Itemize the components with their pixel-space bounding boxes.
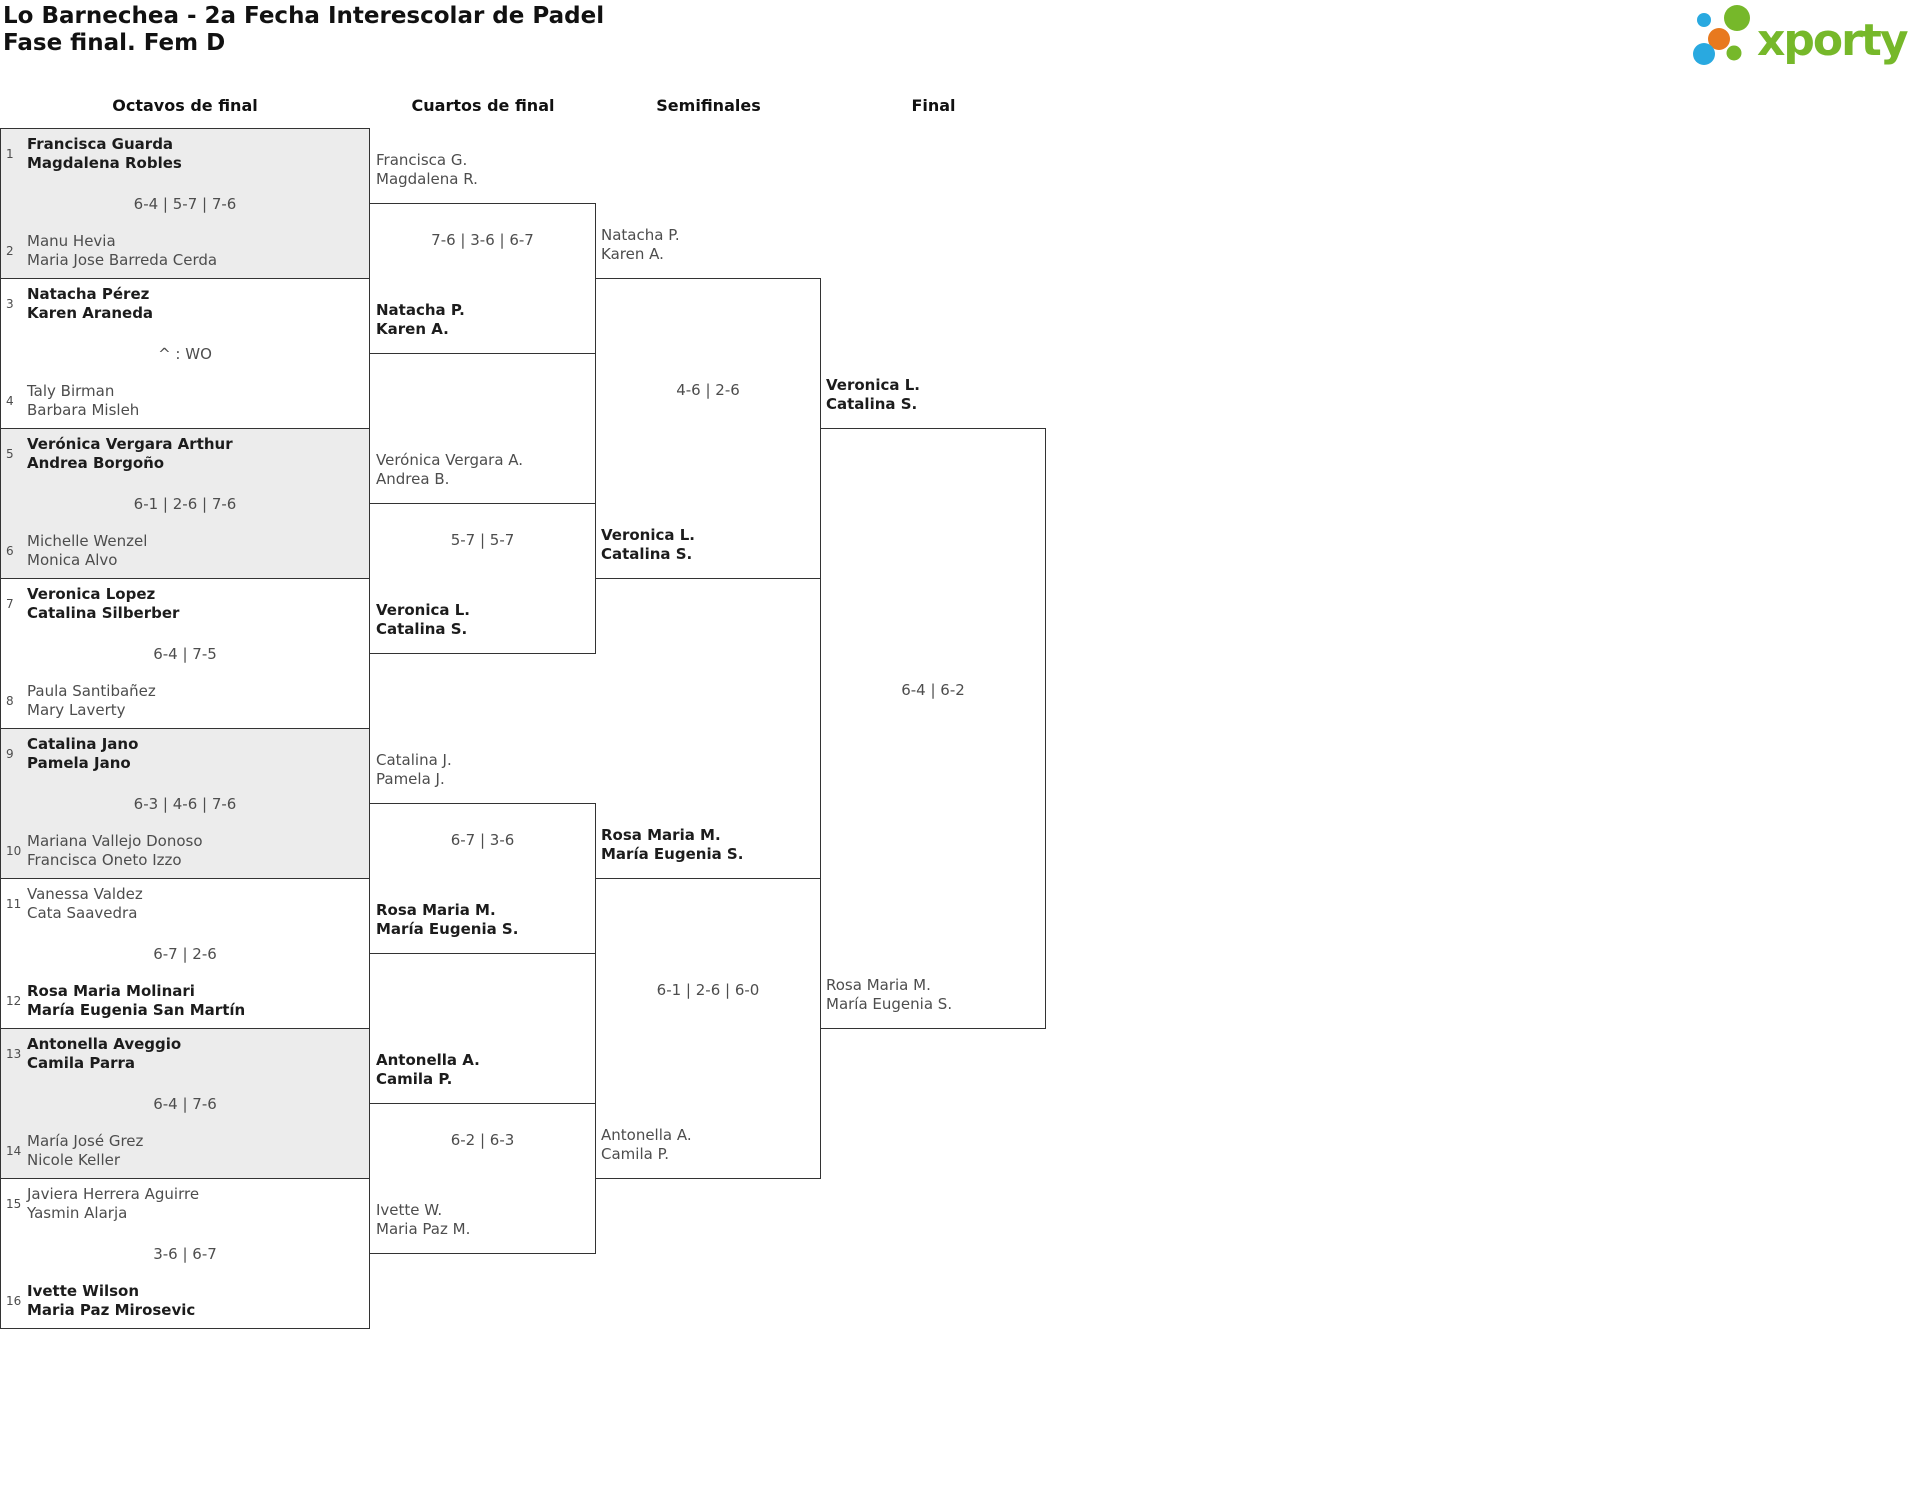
final-top-team: Veronica L.Catalina S.	[826, 376, 920, 413]
match-score: 3-6 | 6-7	[153, 1244, 217, 1263]
semi2-top-team: Rosa Maria M.María Eugenia S.	[601, 826, 744, 863]
round-header-octavos: Octavos de final	[112, 96, 258, 115]
seed-number: 1	[6, 147, 14, 161]
seed-number: 8	[6, 694, 14, 708]
seed-number: 4	[6, 394, 14, 408]
semi1-top-team: Natacha P.Karen A.	[601, 226, 680, 263]
seed-number: 16	[6, 1294, 22, 1308]
match-score: 6-1 | 2-6 | 7-6	[133, 494, 237, 513]
xporty-logo[interactable]: xporty	[1687, 5, 1919, 71]
seed-number: 7	[6, 597, 14, 611]
phase-name: Fase final. Fem D	[3, 30, 226, 56]
final-bottom-team: Rosa Maria M.María Eugenia S.	[826, 976, 953, 1013]
round-header-semifinales: Semifinales	[656, 96, 761, 115]
qf2-score: 5-7 | 5-7	[450, 531, 515, 549]
semi2-score: 6-1 | 2-6 | 6-0	[656, 981, 760, 999]
xporty-logo-text: xporty	[1757, 15, 1909, 66]
seed-number: 2	[6, 244, 14, 258]
match-score: 6-3 | 4-6 | 7-6	[133, 794, 237, 813]
final-match-box	[820, 428, 1046, 1029]
seed-number: 5	[6, 447, 14, 461]
semi1-bottom-team: Veronica L.Catalina S.	[601, 526, 695, 563]
qf4-top-team: Antonella A.Camila P.	[376, 1051, 480, 1088]
tournament-name: Lo Barnechea - 2a Fecha Interescolar de …	[3, 3, 605, 29]
seed-number: 13	[6, 1047, 22, 1061]
seed-number: 10	[6, 844, 22, 858]
qf1-score: 7-6 | 3-6 | 6-7	[431, 231, 534, 249]
page-title: Lo Barnechea - 2a Fecha Interescolar de …	[3, 3, 604, 57]
match-score: 6-4 | 7-6	[153, 1094, 217, 1113]
qf2-bottom-team: Veronica L.Catalina S.	[376, 601, 470, 638]
qf2-top-team: Verónica Vergara A.Andrea B.	[376, 451, 524, 488]
qf3-top-team: Catalina J.Pamela J.	[376, 751, 452, 788]
round-header-final: Final	[911, 96, 956, 115]
seed-number: 12	[6, 994, 22, 1008]
seed-number: 6	[6, 544, 14, 558]
semi1-score: 4-6 | 2-6	[676, 381, 740, 399]
seed-number: 14	[6, 1144, 22, 1158]
qf3-bottom-team: Rosa Maria M.María Eugenia S.	[376, 901, 519, 938]
final-score: 6-4 | 6-2	[901, 681, 965, 699]
seed-number: 9	[6, 747, 14, 761]
qf4-bottom-team: Ivette W.Maria Paz M.	[376, 1201, 471, 1238]
qf1-top-team: Francisca G.Magdalena R.	[376, 151, 478, 188]
semi2-bottom-team: Antonella A.Camila P.	[601, 1126, 692, 1163]
match-score: ^ : WO	[158, 344, 212, 363]
round-header-cuartos: Cuartos de final	[411, 96, 555, 115]
qf1-bottom-team: Natacha P.Karen A.	[376, 301, 465, 338]
qf3-score: 6-7 | 3-6	[450, 831, 515, 849]
seed-number: 3	[6, 297, 14, 311]
match-score: 6-4 | 7-5	[153, 644, 217, 663]
seed-number: 15	[6, 1197, 22, 1211]
match-score: 6-7 | 2-6	[153, 944, 217, 963]
match-score: 6-4 | 5-7 | 7-6	[133, 194, 237, 213]
qf4-score: 6-2 | 6-3	[450, 1131, 515, 1149]
seed-number: 11	[6, 897, 22, 911]
xporty-ball-icon	[1693, 5, 1750, 65]
